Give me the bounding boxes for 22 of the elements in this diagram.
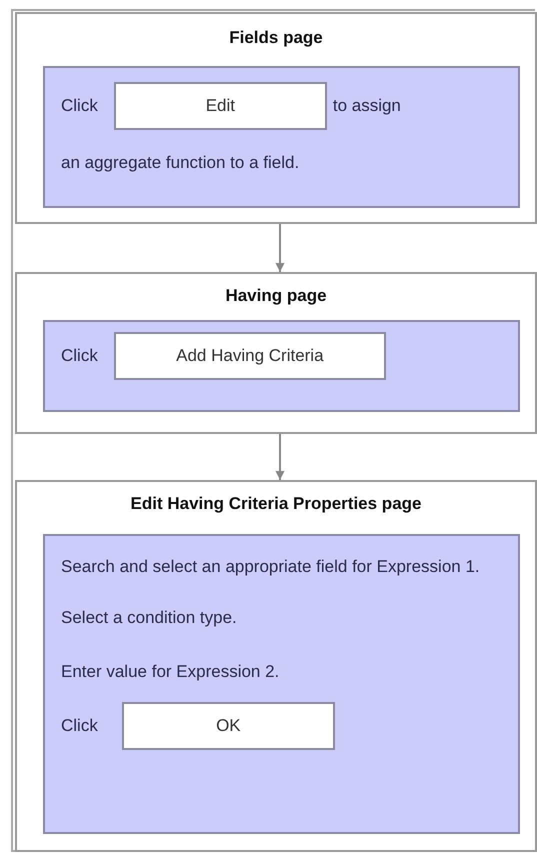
button: OK [122, 702, 335, 750]
instruction-text: Click [61, 715, 98, 736]
arrow [276, 434, 284, 480]
instruction-text: Click [61, 345, 98, 367]
button: Edit [114, 82, 327, 130]
page-box [15, 480, 537, 852]
instruction-text: Select a condition type. [61, 607, 237, 628]
instruction-text: Click [61, 95, 98, 117]
page-box [15, 272, 537, 434]
page-title: Edit Having Criteria Properties page [130, 494, 422, 514]
page-title: Fields page [228, 28, 324, 48]
instruction-text: Enter value for Expression 2. [61, 660, 280, 682]
instruction-panel [43, 534, 520, 834]
instruction-text: Search and select an appropriate field for Expression 1. [61, 556, 480, 578]
page-title: Having page [224, 286, 328, 306]
button: Add Having Criteria [114, 332, 386, 380]
page-box [15, 12, 537, 224]
instruction-panel [43, 320, 520, 412]
instruction-panel [43, 66, 520, 208]
arrow [276, 224, 284, 272]
instruction-text: an aggregate function to a field. [61, 152, 300, 174]
instruction-text: to assign [332, 95, 401, 117]
